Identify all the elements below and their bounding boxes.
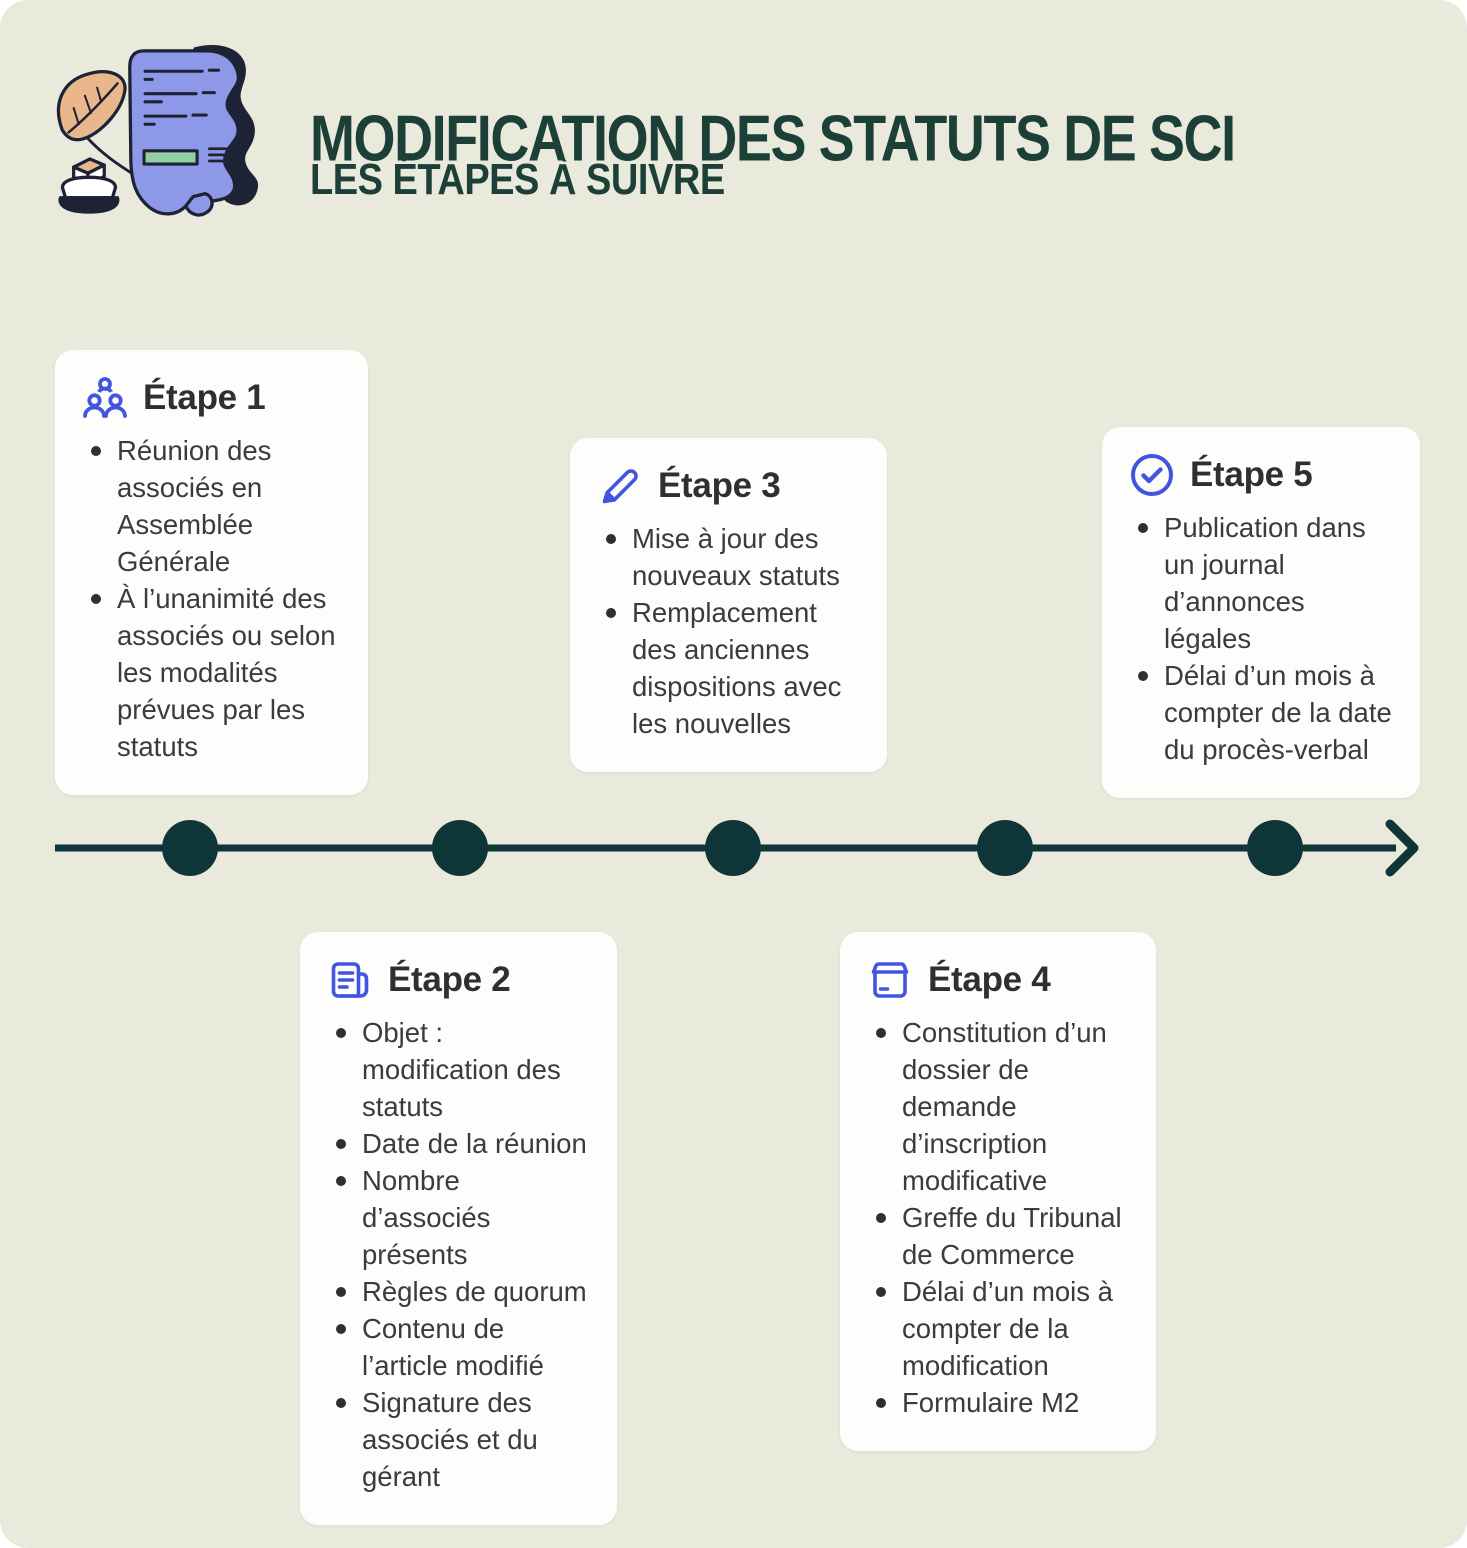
step-card-3: Étape 3 Mise à jour des nouveaux statuts…	[570, 438, 887, 772]
check-circle-icon	[1131, 454, 1173, 496]
bullet-item: Délai d’un mois à compter de la modifica…	[866, 1273, 1130, 1384]
bullet-item: Contenu de l’article modifié	[326, 1310, 591, 1384]
step-card-2: Étape 2 Objet : modification des statuts…	[300, 932, 617, 1525]
step-bullets: Réunion des associés en Assemblée Généra…	[81, 432, 342, 765]
bullet-item: Publication dans un journal d’annonces l…	[1128, 509, 1394, 657]
bullet-item: Constitution d’un dossier de demande d’i…	[866, 1014, 1130, 1199]
group-icon	[83, 377, 127, 418]
page-subtitle: LES ÉTAPES À SUIVRE	[310, 156, 725, 204]
step-title: Étape 5	[1190, 455, 1313, 494]
timeline-dot-1	[162, 820, 218, 876]
bullet-item: À l’unanimité des associés ou selon les …	[81, 580, 342, 765]
timeline-dot-5	[1247, 820, 1303, 876]
bullet-item: Remplacement des anciennes dispositions …	[596, 594, 861, 742]
step-title: Étape 4	[928, 960, 1051, 999]
newspaper-icon	[331, 962, 369, 998]
timeline	[55, 819, 1419, 877]
timeline-dot-2	[432, 820, 488, 876]
bullet-item: Mise à jour des nouveaux statuts	[596, 520, 861, 594]
archive-box-icon	[871, 962, 909, 998]
bullet-item: Objet : modification des statuts	[326, 1014, 591, 1125]
bullet-item: Signature des associés et du gérant	[326, 1384, 591, 1495]
step-title: Étape 2	[388, 960, 511, 999]
step-title: Étape 3	[658, 466, 781, 505]
bullet-item: Greffe du Tribunal de Commerce	[866, 1199, 1130, 1273]
step-bullets: Publication dans un journal d’annonces l…	[1128, 509, 1394, 768]
page-title: MODIFICATION DES STATUTS DE SCI	[310, 101, 1236, 175]
step-card-5: Étape 5 Publication dans un journal d’an…	[1102, 427, 1420, 798]
bullet-item: Délai d’un mois à compter de la date du …	[1128, 657, 1394, 768]
step-card-4: Étape 4 Constitution d’un dossier de dem…	[840, 932, 1156, 1451]
step-card-3-header: Étape 3	[596, 462, 861, 510]
step-bullets: Objet : modification des statuts Date de…	[326, 1014, 591, 1495]
step-title: Étape 1	[143, 378, 266, 417]
arrow-right-icon	[1385, 819, 1419, 877]
bullet-item: Nombre d’associés présents	[326, 1162, 591, 1273]
step-card-2-header: Étape 2	[326, 956, 591, 1004]
pencil-icon	[602, 469, 638, 504]
scroll-quill-illustration	[56, 45, 259, 217]
bullet-item: Réunion des associés en Assemblée Généra…	[81, 432, 342, 580]
timeline-dot-4	[977, 820, 1033, 876]
timeline-dot-3	[705, 820, 761, 876]
step-card-5-header: Étape 5	[1128, 451, 1394, 499]
step-card-1-header: Étape 1	[81, 374, 342, 422]
step-card-1: Étape 1 Réunion des associés en Assemblé…	[55, 350, 368, 795]
bullet-item: Règles de quorum	[326, 1273, 591, 1310]
bullet-item: Formulaire M2	[866, 1384, 1130, 1421]
step-bullets: Mise à jour des nouveaux statuts Remplac…	[596, 520, 861, 742]
step-bullets: Constitution d’un dossier de demande d’i…	[866, 1014, 1130, 1421]
step-card-4-header: Étape 4	[866, 956, 1130, 1004]
bullet-item: Date de la réunion	[326, 1125, 591, 1162]
